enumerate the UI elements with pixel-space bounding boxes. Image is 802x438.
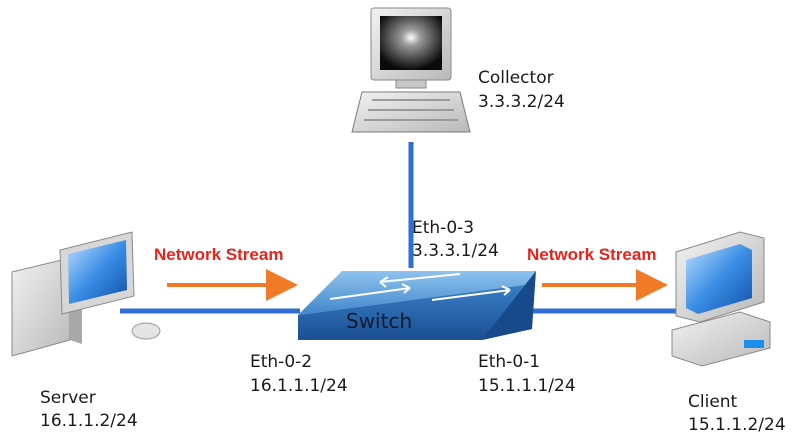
- stream-label-right: Network Stream: [527, 245, 657, 264]
- client-ip: 15.1.1.2/24: [688, 415, 786, 435]
- server-computer-icon: [11, 231, 161, 357]
- server-name: Server: [40, 388, 96, 408]
- client-computer-icon: [671, 231, 771, 367]
- port-eth03-ip: 3.3.3.1/24: [412, 241, 499, 261]
- port-eth01-ip: 15.1.1.1/24: [478, 376, 576, 396]
- port-eth03-name: Eth-0-3: [412, 218, 475, 238]
- switch-icon: [298, 271, 536, 340]
- client-name: Client: [688, 392, 738, 412]
- collector-ip: 3.3.3.2/24: [478, 92, 565, 112]
- switch-label: Switch: [346, 309, 413, 333]
- port-eth02-name: Eth-0-2: [250, 352, 313, 372]
- port-eth02-ip: 16.1.1.1/24: [250, 376, 348, 396]
- stream-label-left: Network Stream: [154, 245, 284, 264]
- collector-computer-icon: [351, 7, 471, 133]
- server-ip: 16.1.1.2/24: [40, 411, 138, 431]
- port-eth01-name: Eth-0-1: [478, 352, 541, 372]
- collector-name: Collector: [478, 68, 554, 88]
